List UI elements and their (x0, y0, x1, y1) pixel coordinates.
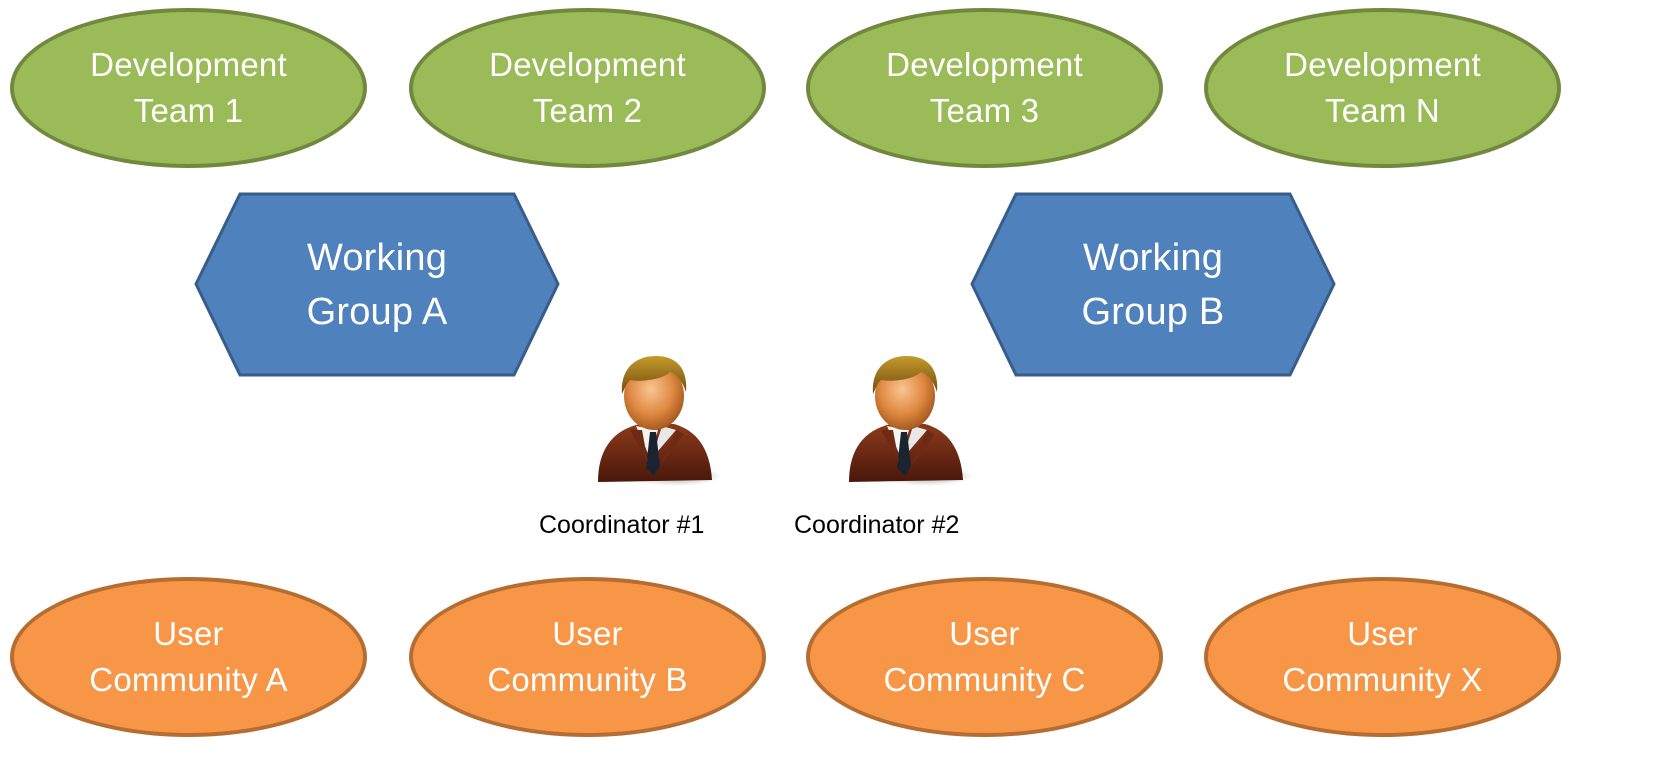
user-community-b-line1: User (552, 615, 623, 652)
development-team-1: Development Team 1 (10, 8, 367, 168)
working-group-a-line1: Working (306, 236, 448, 279)
development-team-3: Development Team 3 (806, 8, 1163, 168)
development-team-2-line2: Team 2 (532, 92, 643, 129)
coordinator-2-businessman-icon (843, 350, 973, 486)
working-group-b-hexagon (970, 192, 1336, 377)
development-team-n: Development Team N (1204, 8, 1561, 168)
user-community-a-line2: Community A (89, 661, 288, 698)
development-team-2-line1: Development (489, 46, 686, 83)
user-community-x-line1: User (1347, 615, 1418, 652)
coordinator-1-label: Coordinator #1 (539, 511, 705, 539)
coordinator-1-businessman-icon (592, 350, 722, 486)
development-team-1-line2: Team 1 (133, 92, 244, 129)
coordinator-2-label: Coordinator #2 (794, 511, 960, 539)
working-group-b-line1: Working (1082, 236, 1224, 279)
development-team-2: Development Team 2 (409, 8, 766, 168)
development-team-n-line1: Development (1284, 46, 1481, 83)
user-community-c-line1: User (949, 615, 1020, 652)
user-community-a: User Community A (10, 577, 367, 737)
working-group-b-label: Working Group B (970, 192, 1336, 377)
user-community-a-line1: User (153, 615, 224, 652)
user-community-b-line2: Community B (487, 661, 688, 698)
development-team-n-line2: Team N (1325, 92, 1440, 129)
working-group-a-hexagon (194, 192, 560, 377)
working-group-a: Working Group A (194, 192, 560, 377)
working-group-a-line2: Group A (306, 290, 448, 333)
development-team-3-line1: Development (886, 46, 1083, 83)
development-team-3-line2: Team 3 (929, 92, 1040, 129)
user-community-x: User Community X (1204, 577, 1561, 737)
user-community-c: User Community C (806, 577, 1163, 737)
user-community-c-line2: Community C (883, 661, 1086, 698)
user-community-b: User Community B (409, 577, 766, 737)
working-group-b: Working Group B (970, 192, 1336, 377)
user-community-x-line2: Community X (1282, 661, 1483, 698)
development-team-1-line1: Development (90, 46, 287, 83)
working-group-b-line2: Group B (1081, 290, 1225, 333)
working-group-a-label: Working Group A (194, 192, 560, 377)
